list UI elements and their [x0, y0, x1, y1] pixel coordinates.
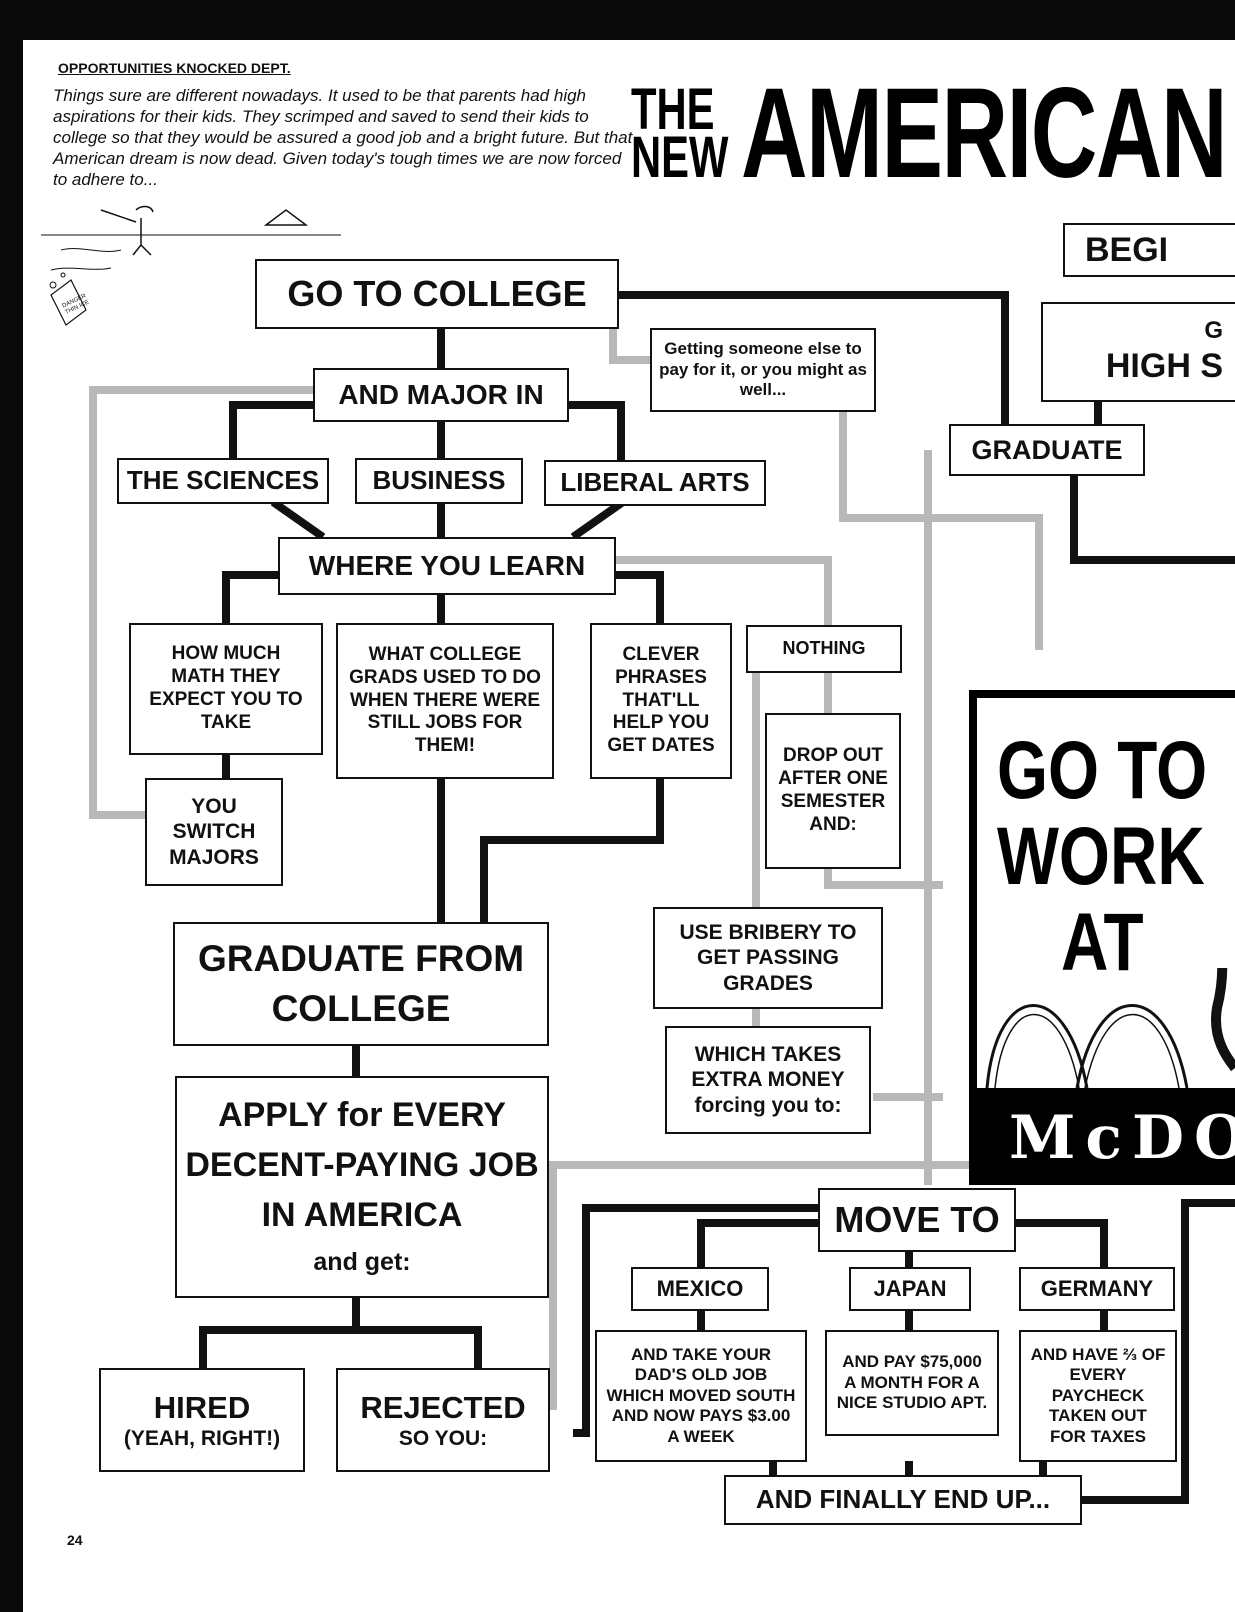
mcdonalds-sign: McDO: [1009, 1103, 1235, 1173]
begin-box: BEGI: [1063, 223, 1235, 277]
hired-line1: HIRED: [153, 1389, 251, 1425]
what-college-grads-box: WHAT COLLEGE GRADS USED TO DO WHEN THERE…: [336, 623, 554, 779]
the-sciences-box: THE SCIENCES: [117, 458, 329, 504]
use-bribery-box: USE BRIBERY TO GET PASSING GRADES: [653, 907, 883, 1009]
high-school-label: HIGH S: [1105, 347, 1223, 385]
mexico-box: MEXICO: [631, 1267, 769, 1311]
high-school-g: G: [1204, 317, 1223, 345]
and-major-in-box: AND MAJOR IN: [313, 368, 569, 422]
rejected-box: REJECTED SO YOU:: [336, 1368, 550, 1472]
go-to-work-at-text: GO TO WORK AT: [997, 728, 1207, 986]
apply-line1: APPLY for EVERY: [218, 1096, 506, 1134]
germany-box: GERMANY: [1019, 1267, 1175, 1311]
go-to-work-line1: GO TO: [997, 725, 1208, 816]
page-number: 24: [67, 1532, 83, 1548]
where-you-learn-box: WHERE YOU LEARN: [278, 537, 616, 595]
rejected-line1: REJECTED: [360, 1389, 526, 1425]
hired-line2: (YEAH, RIGHT!): [123, 1427, 281, 1450]
hired-box: HIRED (YEAH, RIGHT!): [99, 1368, 305, 1472]
go-to-college-box: GO TO COLLEGE: [255, 259, 619, 329]
mcdonalds-illustration: GO TO WORK AT: [977, 698, 1235, 1088]
title-the-new: THE NEW: [631, 77, 729, 190]
magazine-page: OPPORTUNITIES KNOCKED DEPT. Things sure …: [23, 40, 1235, 1612]
how-much-math-box: HOW MUCH MATH THEY EXPECT YOU TO TAKE: [129, 623, 323, 755]
title-new: NEW: [631, 125, 729, 190]
which-takes-box: WHICH TAKES EXTRA MONEY forcing you to:: [665, 1026, 871, 1134]
department-label: OPPORTUNITIES KNOCKED DEPT.: [58, 60, 291, 76]
liberal-arts-box: LIBERAL ARTS: [544, 460, 766, 506]
apply-box: APPLY for EVERY DECENT-PAYING JOB IN AME…: [175, 1076, 549, 1298]
business-box: BUSINESS: [355, 458, 523, 504]
go-to-work-line2: WORK: [997, 811, 1205, 902]
golden-arches-icon: [985, 968, 1235, 1088]
title-american: AMERICAN I: [741, 62, 1235, 205]
go-to-work-line3: AT: [1061, 897, 1144, 988]
skater-doodle: [41, 205, 341, 326]
you-switch-majors-box: YOU SWITCH MAJORS: [145, 778, 283, 886]
germany-detail-box: AND HAVE ⅔ OF EVERY PAYCHECK TAKEN OUT F…: [1019, 1330, 1177, 1462]
apply-line2: DECENT-PAYING JOB: [185, 1146, 539, 1184]
mcdonalds-panel: GO TO WORK AT McDO: [969, 690, 1235, 1185]
nothing-box: NOTHING: [746, 625, 902, 673]
apply-line4: and get:: [313, 1248, 411, 1276]
japan-box: JAPAN: [849, 1267, 971, 1311]
clever-phrases-box: CLEVER PHRASES THAT'LL HELP YOU GET DATE…: [590, 623, 732, 779]
intro-text: Things sure are different nowadays. It u…: [53, 86, 633, 189]
japan-detail-box: AND PAY $75,000 A MONTH FOR A NICE STUDI…: [825, 1330, 999, 1436]
graduate-from-college-line1: GRADUATE FROM: [197, 938, 525, 980]
graduate-box: GRADUATE: [949, 424, 1145, 476]
apply-line3: IN AMERICA: [261, 1196, 463, 1234]
move-to-box: MOVE TO: [818, 1188, 1016, 1252]
title-the: THE: [631, 77, 715, 142]
drop-out-box: DROP OUT AFTER ONE SEMESTER AND:: [765, 713, 901, 869]
graduate-from-college-box: GRADUATE FROM COLLEGE: [173, 922, 549, 1046]
someone-else-pay-box: Getting someone else to pay for it, or y…: [650, 328, 876, 412]
high-school-box: G HIGH S: [1041, 302, 1235, 402]
black-connectors: [199, 291, 1235, 1504]
rejected-line2: SO YOU:: [398, 1427, 488, 1450]
graduate-from-college-line2: COLLEGE: [271, 988, 451, 1029]
finally-end-up-box: AND FINALLY END UP...: [724, 1475, 1082, 1525]
mexico-detail-box: AND TAKE YOUR DAD'S OLD JOB WHICH MOVED …: [595, 1330, 807, 1462]
